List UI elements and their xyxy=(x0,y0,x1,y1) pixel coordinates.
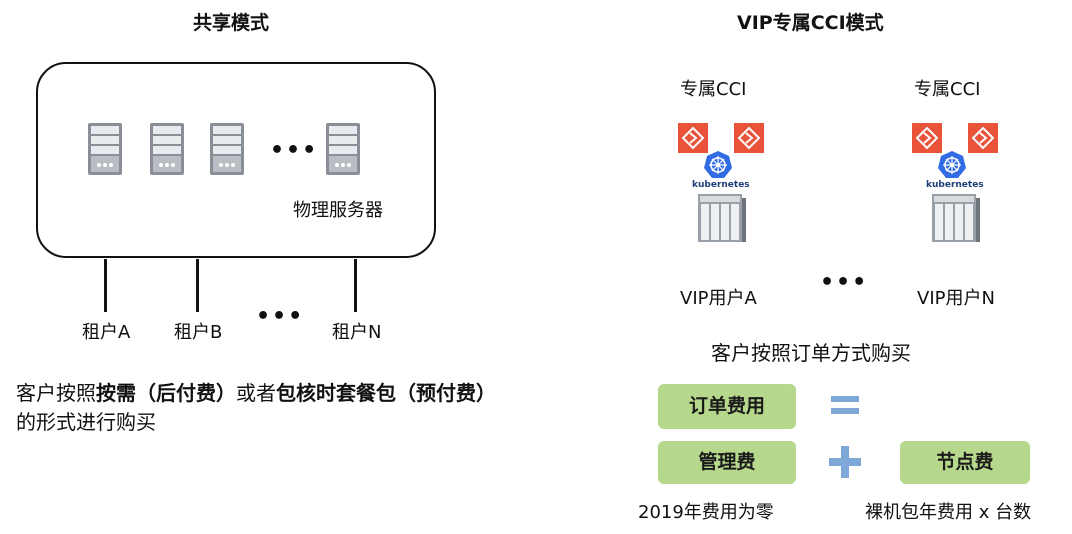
vip-users-ellipsis: ••• xyxy=(820,270,869,295)
app-icon xyxy=(967,122,999,154)
app-icon xyxy=(733,122,765,154)
app-icon xyxy=(911,122,943,154)
server-icon xyxy=(210,123,244,175)
server-icon xyxy=(88,123,122,175)
server-pool-box xyxy=(36,62,436,258)
tenant-line-b xyxy=(196,259,199,312)
kubernetes-icon xyxy=(937,150,967,179)
kubernetes-icon xyxy=(703,150,733,179)
vip-user-n-label: VIP用户N xyxy=(917,288,995,309)
management-fee-box: 管理费 xyxy=(658,441,796,484)
kubernetes-text-a: kubernetes xyxy=(692,180,750,190)
bare-metal-rack-icon xyxy=(698,194,746,242)
tenant-a-label: 租户A xyxy=(82,322,131,343)
bare-metal-rack-icon xyxy=(932,194,980,242)
node-fee-box: 节点费 xyxy=(900,441,1030,484)
servers-ellipsis: ••• xyxy=(270,138,319,163)
order-fee-box: 订单费用 xyxy=(658,384,796,429)
app-icon xyxy=(677,122,709,154)
plus-operator xyxy=(829,446,861,478)
tenant-line-a xyxy=(104,259,107,312)
kubernetes-text-n: kubernetes xyxy=(926,180,984,190)
shared-description-line1: 客户按照按需（后付费）或者包核时套餐包（预付费） xyxy=(16,377,496,406)
desc-bold-ondemand: 按需（后付费） xyxy=(96,381,236,405)
desc-text: 客户按照 xyxy=(16,381,96,405)
desc-bold-prepaid: 包核时套餐包（预付费） xyxy=(276,381,496,405)
dedicated-cci-label-n: 专属CCI xyxy=(914,79,981,100)
dedicated-cci-label-a: 专属CCI xyxy=(680,79,747,100)
shared-description-line2: 的形式进行购买 xyxy=(16,410,156,434)
equals-operator xyxy=(831,396,859,414)
purchase-by-order-text: 客户按照订单方式购买 xyxy=(711,341,911,365)
vip-user-a-label: VIP用户A xyxy=(680,288,757,309)
physical-server-label: 物理服务器 xyxy=(293,200,383,221)
node-fee-note: 裸机包年费用 x 台数 xyxy=(865,502,1032,523)
shared-mode-title: 共享模式 xyxy=(193,12,270,34)
vip-mode-title: VIP专属CCI模式 xyxy=(737,12,884,34)
tenant-b-label: 租户B xyxy=(174,322,223,343)
server-icons-row xyxy=(88,123,360,175)
tenants-ellipsis: ••• xyxy=(256,304,305,329)
server-icon xyxy=(326,123,360,175)
tenant-n-label: 租户N xyxy=(332,322,382,343)
tenant-line-n xyxy=(354,259,357,312)
desc-text: 或者 xyxy=(236,381,276,405)
server-icon xyxy=(150,123,184,175)
management-fee-note: 2019年费用为零 xyxy=(638,502,774,523)
